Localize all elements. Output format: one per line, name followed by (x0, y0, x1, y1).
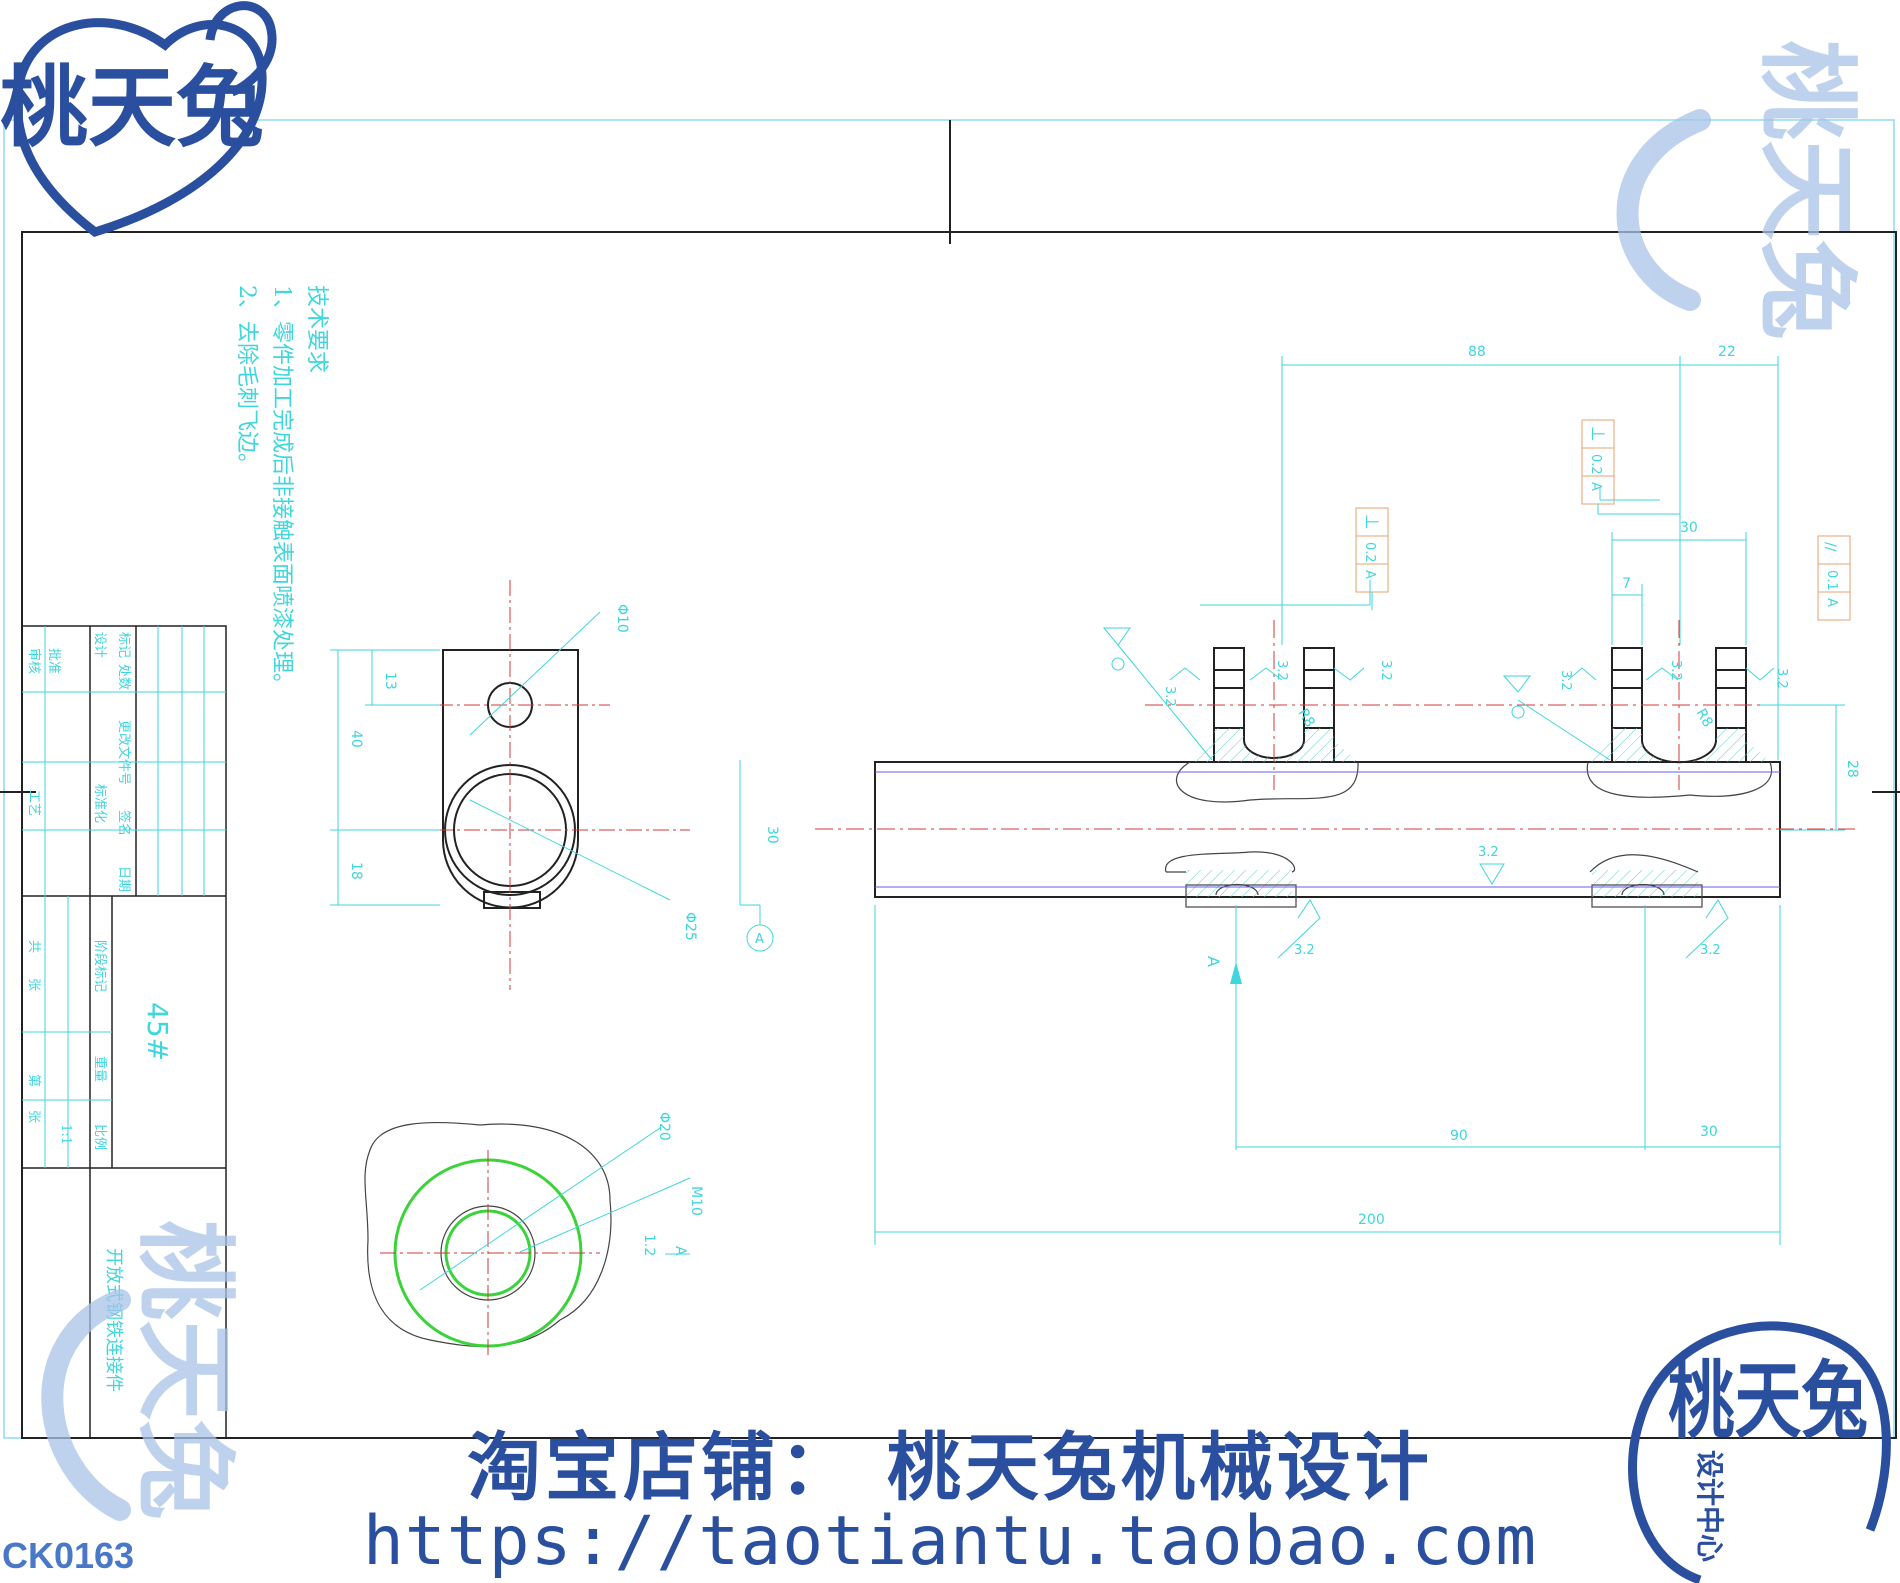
tb-label-14: 张 (26, 978, 41, 991)
bottom-view-centerlines (380, 1150, 600, 1355)
tech-req-item-2: 2、去除毛刺飞边。 (234, 285, 259, 475)
dim-88: 88 (1468, 344, 1486, 360)
tb-label-8: 工艺 (26, 790, 41, 816)
tb-label-7: 审核 (26, 648, 41, 674)
watermark-top-right: 桃天兔 (1616, 40, 1866, 340)
front-view-dim-text: 88 22 30 7 90 30 200 28 R8 R8 (1295, 344, 1860, 1228)
dim-30-bottom: 30 (1700, 1124, 1718, 1140)
tol-1-value: 0.2 (1362, 542, 1377, 563)
drawing-frame (21, 231, 1897, 1439)
tol-3-datum: A (1824, 598, 1839, 607)
seal-main-text: 桃天兔 (1668, 1351, 1868, 1450)
dim-30-left: 30 (764, 826, 780, 844)
dim-90: 90 (1450, 1128, 1468, 1144)
tb-label-10: 阶段标记 (92, 940, 107, 992)
dim-phi10: Φ10 (614, 604, 630, 633)
dim-7: 7 (1622, 576, 1631, 592)
logo-text: 桃天兔 (0, 55, 264, 159)
tb-label-3: 签名 (116, 810, 132, 836)
tol-2-value: 0.2 (1588, 454, 1603, 475)
dim-phi25: Φ25 (682, 912, 698, 941)
roughness-7: 3.2 (1478, 845, 1499, 860)
material-text: 45# (141, 1002, 174, 1061)
tol-1-datum: A (1362, 570, 1377, 579)
tolerance-frame-1: ⊥ 0.2 A (1355, 507, 1389, 610)
tol-1-symbol: ⊥ (1361, 514, 1382, 530)
drawing-code-label: CK0163 (2, 1535, 135, 1576)
section-label: A (1204, 956, 1223, 967)
tb-label-12: 比例 (92, 1124, 107, 1150)
watermark-text-1: 桃天兔 (1748, 40, 1866, 340)
watermark-text-2: 桃天兔 (126, 1220, 244, 1520)
roughness-3: 3.2 (1378, 660, 1393, 681)
watermark-bottom-left: 桃天兔 (41, 1220, 244, 1521)
bottom-view-dim-text: Φ20 M10 1.2 A (641, 1112, 704, 1256)
front-view-dimensions (874, 356, 1845, 1245)
dim-28: 28 (1844, 760, 1860, 778)
tb-label-0: 标记 (116, 632, 131, 658)
front-view-hidden (875, 771, 1780, 888)
roughness-9: 3.2 (1700, 943, 1721, 958)
tech-req-item-1: 1、零件加工完成后非接触表面喷漆处理。 (269, 285, 294, 695)
dim-m10: M10 (688, 1186, 704, 1216)
tech-req-title: 技术要求 (304, 285, 329, 373)
tb-label-1: 处数 (116, 664, 131, 690)
tb-label-13: 共 (26, 940, 41, 953)
dim-200: 200 (1358, 1212, 1385, 1228)
dim-40: 40 (348, 730, 364, 748)
tolerance-frame-2: ⊥ 0.2 A (1581, 419, 1680, 515)
front-view-centerlines (815, 620, 1855, 830)
side-view-dimensions (330, 611, 671, 906)
tb-label-11: 重量 (92, 1056, 108, 1082)
roughness-8: 3.2 (1294, 943, 1315, 958)
datum-a-left: A 30 (739, 760, 780, 952)
brand-seal: 桃天兔 设计中心 (1628, 1321, 1891, 1583)
seal-sub-text: 设计中心 (1693, 1450, 1726, 1562)
roughness-5: 3.2 (1668, 660, 1683, 681)
tech-requirements: 技术要求 1、零件加工完成后非接触表面喷漆处理。 2、去除毛刺飞边。 (234, 285, 329, 695)
tolerance-frame-3: // 0.1 A (1817, 535, 1851, 621)
tol-2-symbol: ⊥ (1587, 426, 1608, 442)
roughness-4: 3.2 (1558, 670, 1573, 691)
shop-url-banner: https://taotiantu.taobao.com (362, 1502, 1538, 1581)
section-arrow: A (1204, 956, 1242, 1150)
roughness-1: 3.2 (1162, 686, 1177, 707)
tb-label-2: 更改文件号 (116, 720, 131, 785)
dim-13: 13 (382, 672, 398, 690)
tb-label-6: 标准化 (92, 784, 107, 823)
dim-30-top: 30 (1680, 520, 1698, 536)
dim-1-2: 1.2 (641, 1234, 657, 1256)
dim-r8-2: R8 (1693, 706, 1716, 730)
roughness-2: 3.2 (1274, 660, 1289, 681)
tol-3-symbol: // (1822, 542, 1838, 552)
dim-a-bottom: A (672, 1246, 688, 1256)
tb-label-15: 第 (26, 1074, 41, 1087)
front-view-hatching (1186, 728, 1770, 897)
datum-a-label-left: A (755, 932, 764, 947)
roughness-6: 3.2 (1774, 668, 1789, 689)
tol-2-datum: A (1588, 482, 1603, 491)
side-view-centerlines (410, 580, 690, 990)
roughness-values: 3.2 3.2 3.2 3.2 3.2 3.2 3.2 3.2 3.2 (1162, 660, 1789, 958)
front-view-breaklines (1165, 761, 1773, 908)
tb-label-16: 张 (26, 1110, 41, 1123)
tb-label-5: 设计 (92, 632, 107, 658)
title-block-grid (22, 626, 226, 1168)
dim-18: 18 (348, 862, 364, 880)
dim-22: 22 (1718, 344, 1736, 360)
dim-phi20: Φ20 (656, 1112, 672, 1141)
tb-label-9: 批准 (46, 648, 61, 674)
roughness-marks (1102, 627, 1775, 959)
shop-name-banner: 淘宝店铺： 桃天兔机械设计 (467, 1425, 1433, 1511)
bottom-view-dims (419, 1127, 691, 1291)
tb-label-17: 1:1 (58, 1124, 73, 1145)
tb-label-4: 日期 (116, 866, 131, 892)
title-block-labels: 标记 处数 更改文件号 签名 日期 设计 标准化 审核 工艺 批准 阶段标记 重… (26, 632, 132, 1150)
tol-3-value: 0.1 (1824, 570, 1839, 591)
part-name-text: 开放式钢铁连接件 (103, 1248, 124, 1392)
side-view-dim-text: 13 40 18 Φ10 Φ25 (348, 604, 698, 941)
dim-r8-1: R8 (1295, 706, 1318, 730)
brand-logo: 桃天兔 (0, 1, 277, 237)
